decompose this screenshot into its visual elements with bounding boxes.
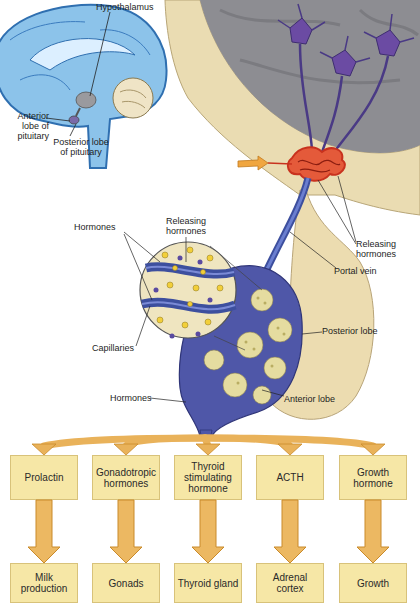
hormone-box: Growth hormone [339, 455, 407, 500]
part-label: Posterior lobe [322, 326, 382, 336]
effect-arrow [274, 500, 306, 563]
hormone-box: Growth [339, 563, 407, 603]
effect-arrow [28, 500, 60, 563]
capillary-plexus [268, 147, 345, 180]
box-text: Thyroid stimulating hormone [175, 461, 241, 494]
box-text: Milk production [11, 572, 77, 594]
box-text: ACTH [274, 472, 305, 483]
effect-arrow [110, 500, 142, 563]
part-label: Releasing hormones [158, 216, 214, 236]
part-label: Posterior lobe of pituitary [50, 137, 112, 157]
box-text: Gonads [106, 578, 145, 589]
effect-arrow [357, 500, 389, 563]
neurons [278, 4, 414, 155]
box-text: Growth [355, 578, 391, 589]
part-label: Releasing hormones [356, 239, 418, 259]
effect-arrow [192, 500, 224, 563]
hormone-box: ACTH [256, 455, 324, 500]
part-label: Capillaries [92, 343, 150, 353]
part-label: Hormones [110, 393, 160, 403]
box-text: Adrenal cortex [257, 572, 323, 594]
box-text: Prolactin [23, 472, 66, 483]
part-label: Hormones [74, 222, 130, 232]
part-label: Anterior lobe of pituitary [1, 111, 49, 141]
part-label: Hypothalamus [96, 2, 168, 12]
hormone-box: Prolactin [10, 455, 78, 500]
hormone-box: Milk production [10, 563, 78, 603]
box-text: Growth hormone [340, 467, 406, 489]
hormone-box: Thyroid gland [174, 563, 242, 603]
hormone-box: Adrenal cortex [256, 563, 324, 603]
box-text: Thyroid gland [176, 578, 241, 589]
hormone-box: Thyroid stimulating hormone [174, 455, 242, 500]
part-label: Anterior lobe [284, 394, 346, 404]
part-label: Portal vein [334, 266, 396, 276]
hormone-box: Gonads [92, 563, 160, 603]
box-text: Gonadotropic hormones [93, 467, 159, 489]
hormone-box: Gonadotropic hormones [92, 455, 160, 500]
brain-inset [0, 5, 167, 168]
